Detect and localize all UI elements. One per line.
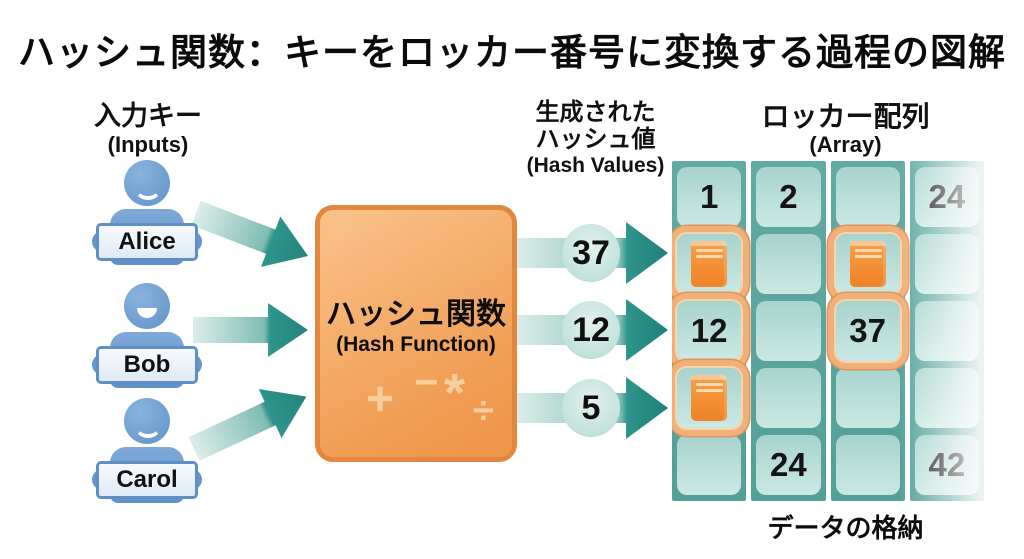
locker-array-heading-ja: ロッカー配列 <box>761 101 930 132</box>
input-arrow-alice <box>191 200 309 267</box>
locker-cell-stored <box>677 234 742 294</box>
locker-column-2: 2 24 <box>751 161 826 501</box>
locker-cell <box>914 234 979 294</box>
hash-function-box: + − * ÷ ハッシュ関数 (Hash Function) <box>315 205 517 462</box>
person-face-icon <box>124 283 170 329</box>
locker-cell <box>756 301 821 361</box>
locker-cell-stored <box>677 368 742 428</box>
person-alice: Alice <box>92 160 202 272</box>
locker-cell <box>756 368 821 428</box>
locker-cell <box>677 435 742 495</box>
data-storage-label: データの格納 <box>767 513 924 543</box>
locker-cell-stored <box>835 234 900 294</box>
book-icon <box>691 241 728 287</box>
input-arrow-bob <box>193 303 308 357</box>
locker-cell <box>914 368 979 428</box>
hash-function-label-en: (Hash Function) <box>336 333 496 356</box>
person-carol: Carol <box>92 398 202 510</box>
locker-cell-highlight: 12 <box>677 301 742 361</box>
divide-icon: ÷ <box>473 390 494 432</box>
inputs-heading-en: (Inputs) <box>107 132 189 157</box>
hash-values-heading-ja-2: ハッシュ値 <box>535 126 656 153</box>
locker-cell: 24 <box>914 167 979 227</box>
person-bob: Bob <box>92 283 202 395</box>
locker-cell <box>835 167 900 227</box>
locker-column-4: 24 42 <box>909 161 984 501</box>
inputs-heading: 入力キー (Inputs) <box>58 101 238 158</box>
name-sign: Alice <box>96 223 198 261</box>
smile-icon <box>135 178 161 200</box>
locker-array-heading-en: (Array) <box>809 132 882 157</box>
locker-cell-highlight: 37 <box>835 301 900 361</box>
inputs-heading-ja: 入力キー <box>94 101 202 131</box>
locker-cell: 1 <box>677 167 742 227</box>
page-title: ハッシュ関数：キーをロッカー番号に変換する過程の図解 <box>18 32 1006 73</box>
input-arrow-carol <box>188 389 307 461</box>
person-face-icon <box>124 398 170 444</box>
hash-values-heading: 生成された ハッシュ値 (Hash Values) <box>508 99 683 178</box>
hash-values-heading-ja-1: 生成された <box>535 99 656 126</box>
hash-values-heading-en: (Hash Values) <box>526 154 665 177</box>
hash-value-circle: 5 <box>562 379 620 437</box>
asterisk-icon: * <box>444 363 466 423</box>
smile-icon <box>137 308 157 318</box>
locker-cell <box>835 368 900 428</box>
locker-array-heading: ロッカー配列 (Array) <box>748 101 943 158</box>
locker-column-1: 1 12 <box>672 161 747 501</box>
book-icon <box>849 241 886 287</box>
plus-icon: + <box>366 373 395 426</box>
locker-cell <box>835 435 900 495</box>
hash-function-label-ja: ハッシュ関数 <box>326 298 506 331</box>
person-face-icon <box>124 160 170 206</box>
locker-cell <box>756 234 821 294</box>
locker-column-3: 37 <box>830 161 905 501</box>
minus-icon: − <box>414 358 439 405</box>
name-sign: Carol <box>96 461 198 499</box>
hash-value-circle: 12 <box>562 301 620 359</box>
smile-icon <box>135 416 161 438</box>
hash-value-circle: 37 <box>562 224 620 282</box>
locker-array-grid: 1 12 2 24 37 24 <box>672 161 984 501</box>
hash-function-labels: ハッシュ関数 (Hash Function) <box>320 298 512 358</box>
locker-cell: 24 <box>756 435 821 495</box>
book-icon <box>691 375 728 421</box>
locker-cell: 42 <box>914 435 979 495</box>
name-sign: Bob <box>96 346 198 384</box>
locker-cell <box>914 301 979 361</box>
locker-cell: 2 <box>756 167 821 227</box>
